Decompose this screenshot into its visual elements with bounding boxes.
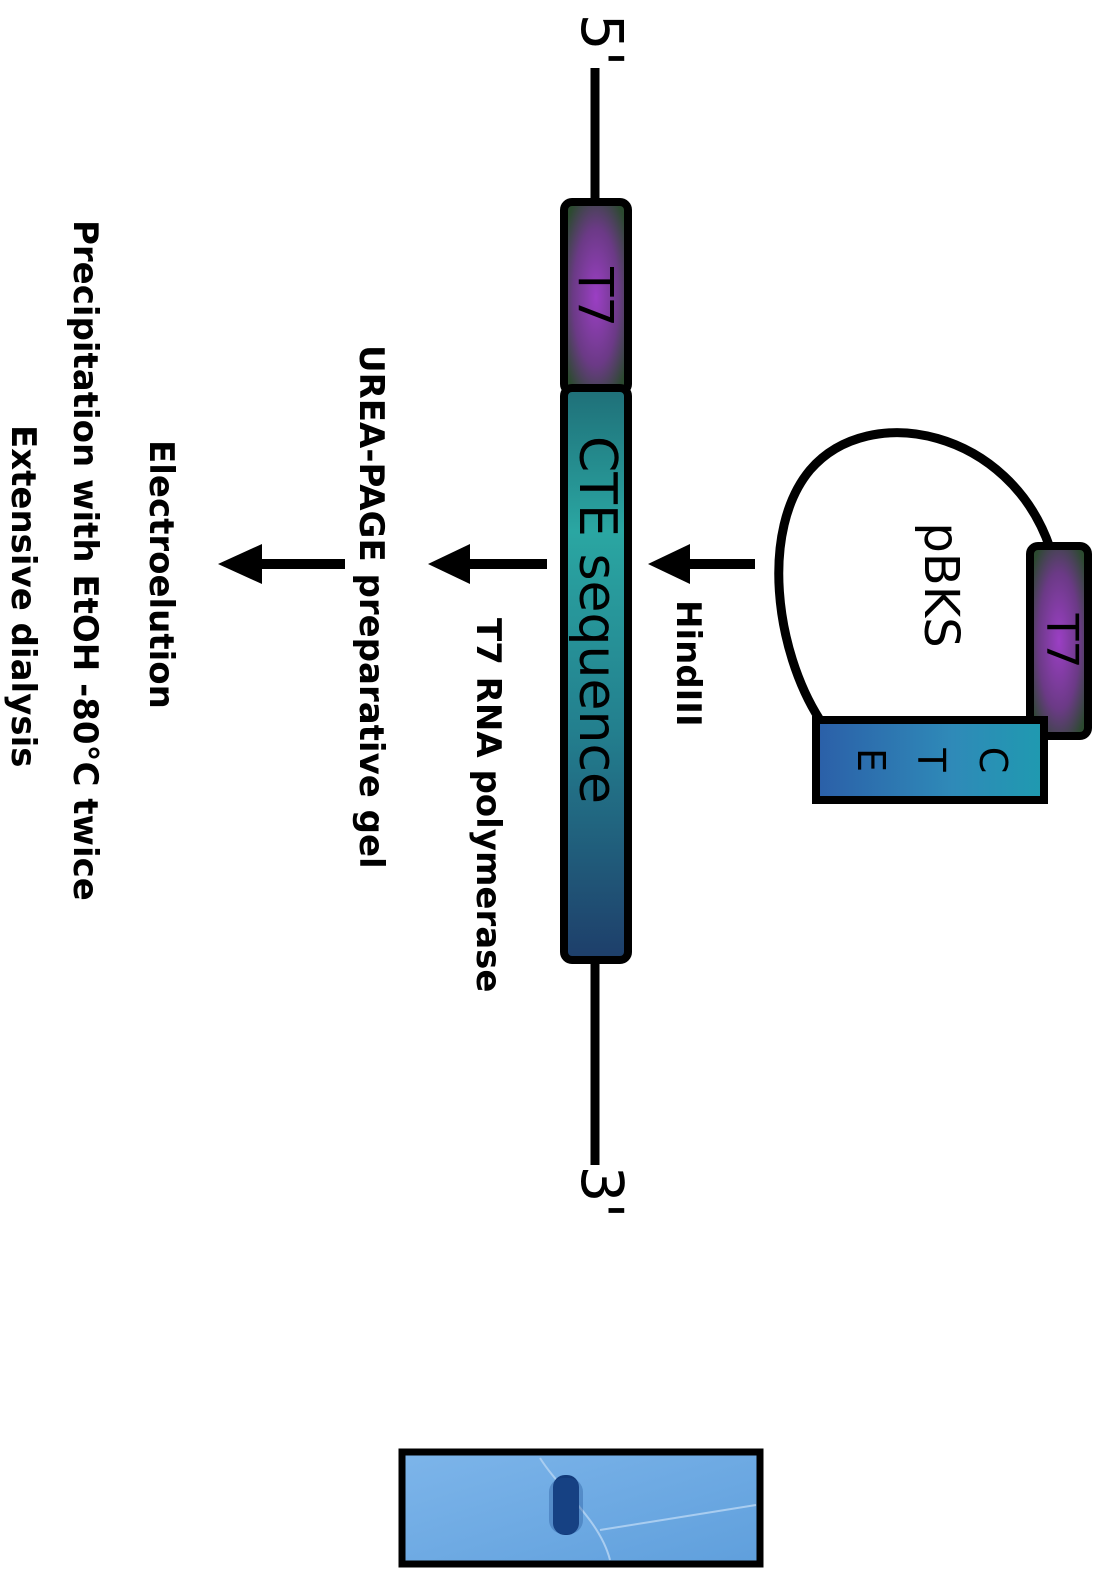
digest-arrowhead [648,544,690,584]
digest-step: HindIII [648,544,755,727]
gel-band-smear [549,1478,583,1534]
template-cte-sequence [560,384,632,964]
gel-crack-line-2 [599,1504,757,1531]
plasmid-t7-promoter [1026,542,1092,740]
elution-label: Electroelution [141,440,181,709]
cte-sequence-label: CTE sequence [567,436,627,804]
transcription-label: T7 RNA polymerase [468,618,508,992]
purification-arrowhead [218,544,262,584]
digest-label: HindIII [668,600,708,727]
plasmid-cte-insert [812,716,1048,804]
plasmid-name: pBKS [913,522,969,647]
gel-label: UREA-PAGE preparative gel [351,345,391,869]
transcription-arrowhead [428,544,470,584]
plasmid-t7-label: T7 [1036,613,1087,669]
template-t7-label: T7 [567,266,623,327]
gel-rna-band [553,1475,579,1535]
three-prime-label: 3' [568,1166,636,1219]
precipitation-label: Precipitation with EtOH -80°C twice [65,220,105,901]
insert-letter-e: E [849,748,893,772]
insert-letter-t: T [909,747,953,772]
transcription-step: T7 RNA polymerase UREA-PAGE preparative … [351,345,547,992]
linear-template: 5' 3' T7 CTE sequence [560,14,636,1219]
dialysis-label: Extensive dialysis [3,425,43,768]
gel-image [398,1448,764,1568]
five-prime-label: 5' [568,14,636,67]
insert-letter-c: C [971,747,1015,774]
plasmid-backbone [774,428,1055,723]
purification-step: Electroelution Precipitation with EtOH -… [3,220,345,901]
plasmid: T7 C T E pBKS [774,428,1092,804]
